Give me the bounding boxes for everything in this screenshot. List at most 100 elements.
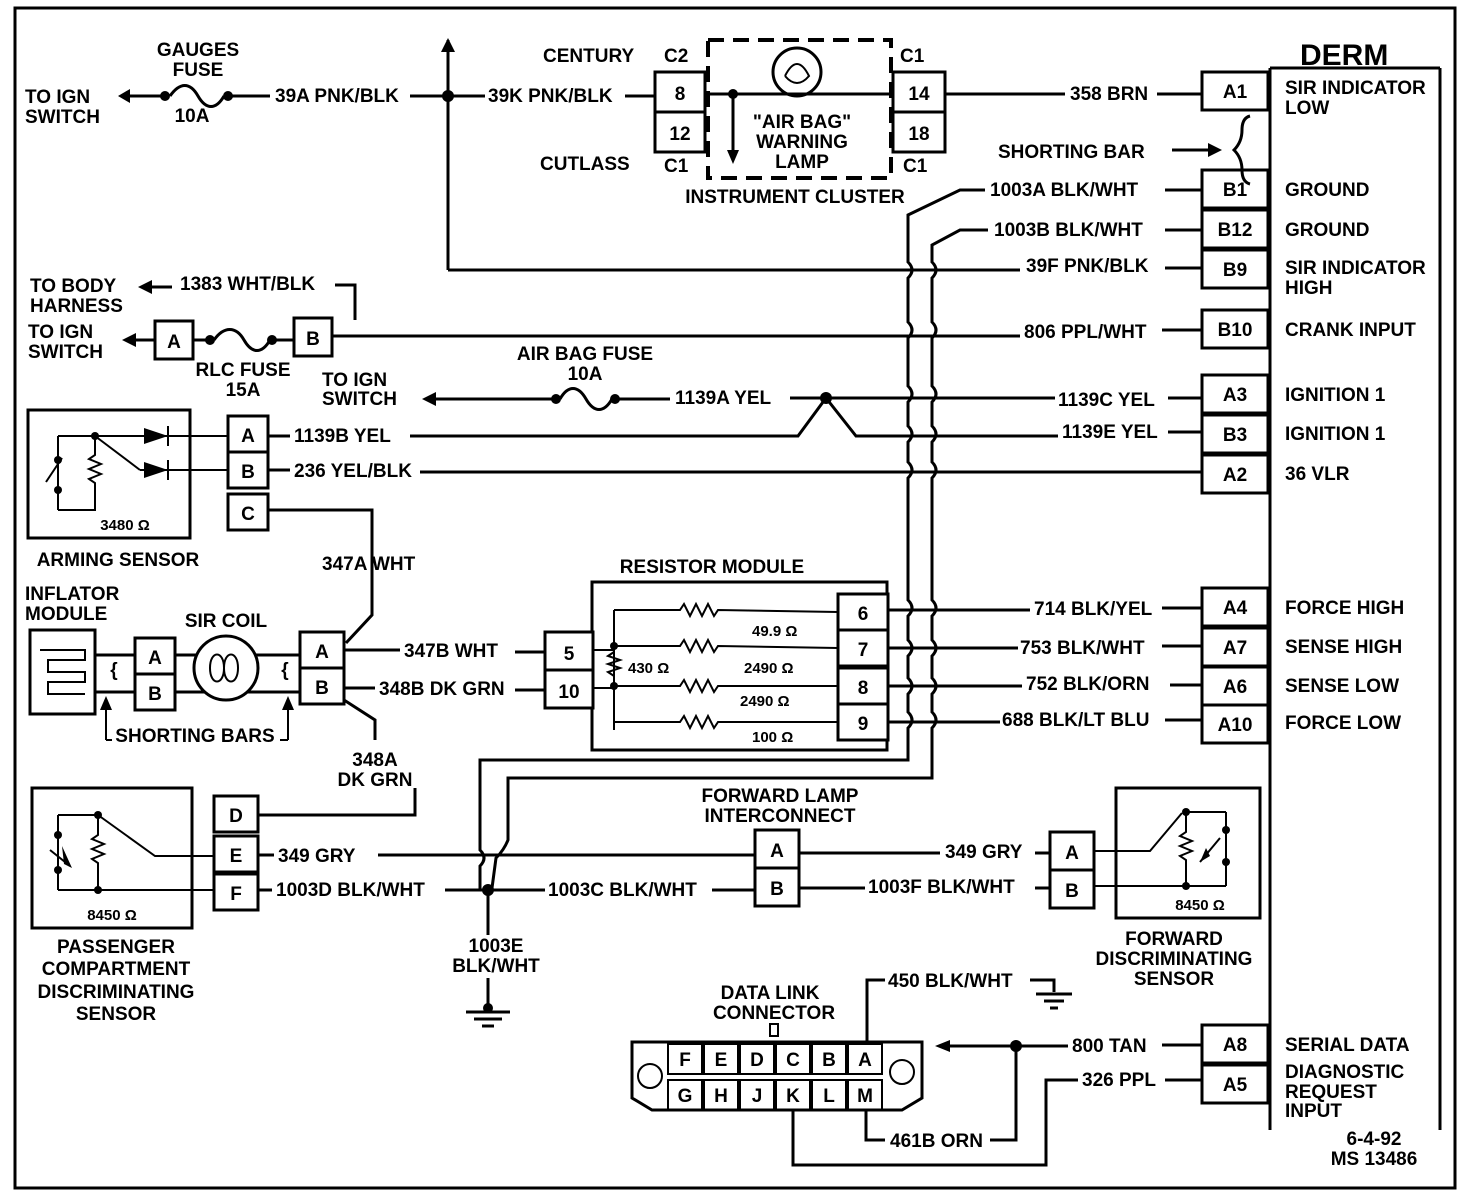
pin-a4: A4	[1223, 598, 1248, 619]
inflator-shorting-brace-right: {	[281, 660, 288, 681]
label-ground-1: GROUND	[1285, 180, 1369, 201]
inflator-pin-a: A	[148, 648, 162, 669]
lamp-label-2: WARNING	[756, 132, 848, 153]
gauges-to-ign-1: TO IGN	[25, 87, 90, 108]
interconnect-label-1: FORWARD LAMP	[702, 786, 859, 807]
wire-347a: 347A WHT	[322, 554, 416, 575]
wire-39f: 39F PNK/BLK	[1026, 256, 1149, 277]
label-ground-2: GROUND	[1285, 220, 1369, 241]
label-sense-high: SENSE HIGH	[1285, 637, 1402, 658]
resistor-pin-10: 10	[558, 682, 579, 703]
pin-a10: A10	[1218, 715, 1253, 736]
forward-lamp-interconnect: FORWARD LAMP INTERCONNECT A B 349 GRY 10…	[702, 786, 1050, 908]
wire-450: 450 BLK/WHT	[888, 971, 1013, 992]
forward-caption-3: SENSOR	[1134, 969, 1215, 990]
wire-1003a: 1003A BLK/WHT	[990, 180, 1139, 201]
wire-39k: 39K PNK/BLK	[488, 86, 613, 107]
inflator-caption-2: MODULE	[25, 604, 107, 625]
pin-a2: A2	[1223, 465, 1247, 486]
ground-label-2: BLK/WHT	[452, 956, 540, 977]
ground-wires: 1003A BLK/WHT 1003B BLK/WHT	[478, 180, 1202, 890]
inflator-conn-b: B	[315, 678, 329, 699]
passenger-caption-3: DISCRIMINATING	[38, 982, 195, 1003]
inflator-pin-b: B	[148, 684, 162, 705]
rlc-body-2: HARNESS	[30, 296, 123, 317]
wire-800: 800 TAN	[1072, 1036, 1147, 1057]
rlc-fuse-label-1: RLC FUSE	[196, 360, 291, 381]
cluster-c1-bot-right: C1	[903, 156, 928, 177]
passenger-pin-e: E	[230, 846, 243, 867]
passenger-caption-1: PASSENGER	[57, 937, 175, 958]
ground-1003e: 1003E BLK/WHT	[452, 890, 540, 1028]
cluster-cutlass: CUTLASS	[540, 154, 630, 175]
dlc-pin-f: F	[679, 1050, 691, 1071]
wire-326: 326 PPL	[1082, 1070, 1156, 1091]
derm-pins	[1200, 70, 1270, 1105]
wire-1139a: 1139A YEL	[675, 388, 772, 409]
label-force-low: FORCE LOW	[1285, 713, 1401, 734]
pin-b9: B9	[1223, 260, 1247, 281]
arming-pin-b: B	[241, 462, 255, 483]
pin-a7: A7	[1223, 638, 1247, 659]
sir-coil-label: SIR COIL	[185, 611, 268, 632]
resistor-pin-9: 9	[858, 714, 869, 735]
derm-module: DERM A1 B1 B12 B9 B10 A3 B3 A2 A4	[998, 39, 1442, 1130]
inflator-shorting-brace-left: {	[110, 660, 117, 681]
dlc-pin-b: B	[822, 1050, 836, 1071]
cluster-c2: C2	[664, 46, 688, 67]
pin-b3: B3	[1223, 425, 1247, 446]
dlc-pin-h: H	[714, 1086, 728, 1107]
passenger-pin-f: F	[230, 884, 242, 905]
footer-date: 6-4-92	[1347, 1129, 1402, 1150]
forward-caption-2: DISCRIMINATING	[1096, 949, 1253, 970]
wire-349-passenger: 349 GRY	[278, 846, 356, 867]
pin-a6: A6	[1223, 677, 1247, 698]
wire-358: 358 BRN	[1070, 84, 1148, 105]
label-diag-1: DIAGNOSTIC	[1285, 1062, 1405, 1083]
wire-1383: 1383 WHT/BLK	[180, 274, 315, 295]
label-36vlr: 36 VLR	[1285, 464, 1350, 485]
cluster-pin-12: 12	[669, 124, 690, 145]
label-ign1-b: IGNITION 1	[1285, 424, 1386, 445]
dlc-label-1: DATA LINK	[721, 983, 820, 1004]
cluster-caption: INSTRUMENT CLUSTER	[685, 187, 905, 208]
interconnect-label-2: INTERCONNECT	[705, 806, 856, 827]
airbag-fuse-label-1: AIR BAG FUSE	[517, 344, 653, 365]
airbag-fuse-label-2: 10A	[568, 364, 603, 385]
forward-resistance: 8450 Ω	[1175, 897, 1225, 914]
gauges-to-ign-2: SWITCH	[25, 107, 100, 128]
resistor-430: 430 Ω	[628, 660, 669, 677]
wire-1139e: 1139E YEL	[1062, 422, 1158, 443]
airbag-to-ign-1: TO IGN	[322, 370, 387, 391]
dlc-pin-a: A	[858, 1050, 872, 1071]
wire-348b: 348B DK GRN	[379, 679, 505, 700]
footer-code: MS 13486	[1331, 1149, 1418, 1170]
resistor-pin-8: 8	[858, 678, 869, 699]
wire-714: 714 BLK/YEL	[1034, 599, 1153, 620]
lamp-label-3: LAMP	[775, 152, 829, 173]
dlc-pin-l: L	[823, 1086, 835, 1107]
shorting-bar-label: SHORTING BAR	[998, 142, 1145, 163]
wire-753: 753 BLK/WHT	[1020, 638, 1145, 659]
inflator-module: INFLATOR MODULE { A B SIR COIL { A B SHO…	[25, 584, 545, 817]
gauges-fuse-rating: 10A	[175, 106, 210, 127]
label-crank: CRANK INPUT	[1285, 320, 1416, 341]
rlc-ign-2: SWITCH	[28, 342, 103, 363]
pin-b12: B12	[1218, 220, 1253, 241]
cluster-pin-18: 18	[908, 124, 929, 145]
cluster-c1-top-right: C1	[900, 46, 925, 67]
wire-39a: 39A PNK/BLK	[275, 86, 399, 107]
wire-806: 806 PPL/WHT	[1024, 322, 1147, 343]
resistor-2490-a: 2490 Ω	[744, 660, 794, 677]
instrument-cluster: CENTURY CUTLASS C2 C1 C1 C1 8 12 14 18 "…	[540, 38, 1202, 208]
forward-caption-1: FORWARD	[1125, 929, 1223, 950]
wire-1003c: 1003C BLK/WHT	[548, 880, 697, 901]
dlc-pin-g: G	[678, 1086, 693, 1107]
label-force-high: FORCE HIGH	[1285, 598, 1404, 619]
wire-236: 236 YEL/BLK	[294, 461, 412, 482]
inflator-conn-a: A	[315, 642, 329, 663]
wire-347b: 347B WHT	[404, 641, 498, 662]
resistor-2490-b: 2490 Ω	[740, 693, 790, 710]
arming-pin-a: A	[241, 426, 255, 447]
resistor-pin-6: 6	[858, 604, 869, 625]
